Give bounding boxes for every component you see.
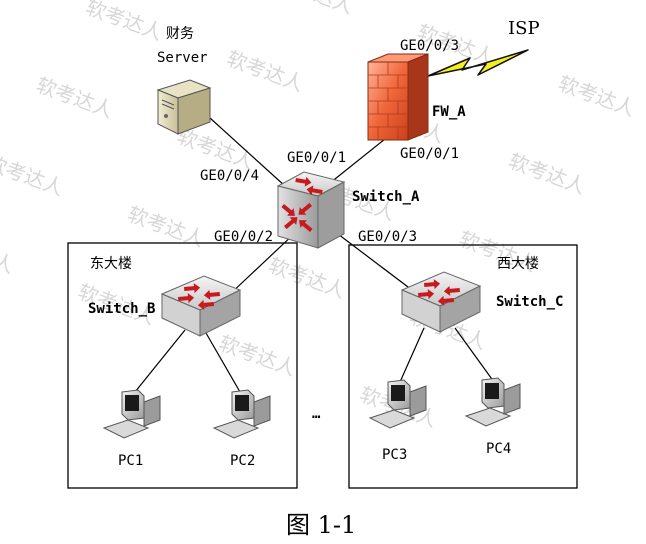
link-switch-a-switch-c: [329, 227, 413, 291]
watermark: 软考达人: [0, 228, 17, 278]
watermark: 软考达人: [124, 202, 207, 252]
pc4-label: PC4: [486, 441, 511, 457]
link-switch-c-pc4: [454, 327, 495, 383]
pc1-label: PC1: [118, 453, 143, 469]
isp-label: ISP: [508, 18, 540, 39]
core-port-east: GE0/0/2: [214, 229, 273, 245]
figure-caption: 图 1-1: [286, 511, 356, 539]
server-label-line1: 财务: [166, 26, 194, 42]
core-port-fw: GE0/0/1: [287, 150, 346, 166]
pc1-icon: [102, 389, 161, 439]
lightning-bolt: [427, 49, 529, 77]
switch-b-name: Switch_B: [88, 301, 155, 317]
watermark: 软考达人: [0, 150, 67, 200]
watermark: 软考达人: [83, 0, 166, 45]
link-switch-c-pc3: [399, 327, 425, 383]
watermark: 软考达人: [216, 331, 299, 381]
fw-port-switch: GE0/0/1: [400, 146, 459, 162]
fw-port-isp: GE0/0/3: [400, 38, 459, 54]
watermark: 软考达人: [33, 73, 116, 123]
pc3-label: PC3: [382, 447, 407, 463]
links: [134, 117, 495, 393]
ellipsis: …: [312, 406, 321, 422]
pc2-label: PC2: [230, 453, 255, 469]
server-label-line2: Server: [157, 50, 208, 66]
watermark: 软考达人: [265, 253, 348, 303]
core-switch-name: Switch_A: [352, 189, 420, 205]
core-switch-icon: [276, 171, 346, 249]
watermark: 软考达人: [273, 0, 356, 18]
switch-c-name: Switch_C: [496, 294, 563, 310]
link-switch-b-pc2: [205, 332, 241, 393]
pc2-icon: [212, 389, 271, 439]
east-building-box: [67, 242, 298, 489]
west-building-box: [348, 244, 578, 489]
core-port-west: GE0/0/3: [358, 229, 417, 245]
firewall-icon: [367, 53, 429, 141]
watermark: 软考达人: [224, 46, 307, 96]
link-fw-switch-a: [329, 134, 391, 184]
link-switch-a-switch-b: [227, 231, 297, 297]
watermark: 软考达人: [505, 149, 588, 199]
watermark: 软考达人: [555, 71, 638, 121]
pc4-icon: [464, 377, 521, 427]
east-building-label: 东大楼: [90, 256, 132, 272]
link-switch-b-pc1: [134, 329, 186, 393]
pc3-icon: [368, 379, 427, 429]
server-icon: [156, 79, 212, 135]
west-building-label: 西大楼: [497, 256, 539, 272]
link-server-switch-a: [209, 117, 286, 187]
firewall-name: FW_A: [432, 104, 466, 120]
switch-c-icon: [400, 271, 482, 333]
core-port-server: GE0/0/4: [200, 168, 259, 184]
switch-b-icon: [160, 275, 242, 337]
